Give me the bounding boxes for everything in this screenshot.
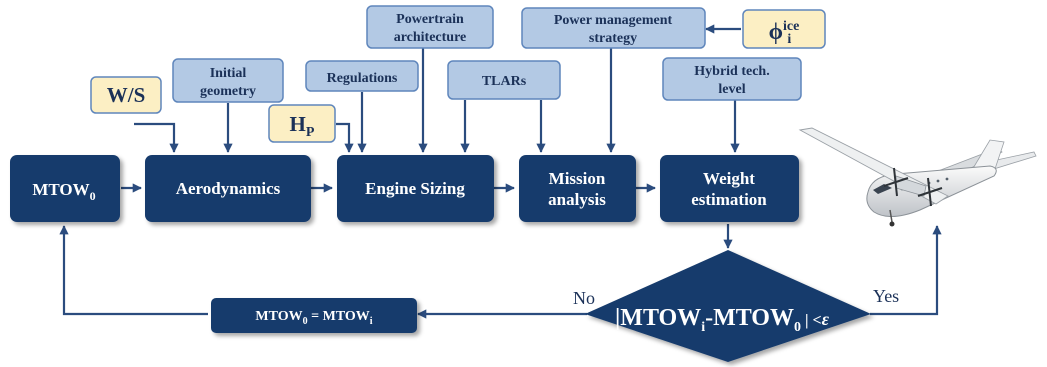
aerodynamics-label: Aerodynamics [176, 179, 281, 198]
box-engine-sizing: Engine Sizing [337, 155, 494, 222]
box-aerodynamics: Aerodynamics [145, 155, 311, 222]
hp-label: HP [290, 112, 315, 140]
arrow-ws-to-aero [134, 122, 179, 153]
param-hp: HP [268, 104, 336, 143]
weight-line2: estimation [691, 190, 767, 209]
input-initial-geometry: Initial geometry [172, 58, 284, 103]
regulations-label: Regulations [327, 71, 398, 86]
powertrain-line1: Powertrain [396, 12, 464, 27]
yes-label: Yes [873, 286, 899, 306]
box-mtow0: MTOW0 [10, 155, 120, 222]
box-weight-estimation: Weight estimation [660, 155, 799, 222]
mission-line2: analysis [548, 190, 606, 209]
decision-convergence: |MTOWi-MTOW0| <ε [585, 250, 871, 362]
hybrid-line2: level [718, 82, 745, 97]
input-hybrid-tech-level: Hybrid tech. level [662, 57, 802, 101]
powertrain-line2: architecture [394, 30, 467, 45]
power-mgmt-line1: Power management [554, 13, 673, 28]
mtow0-label: MTOW0 [32, 180, 95, 203]
weight-line1: Weight [703, 169, 755, 188]
power-mgmt-line2: strategy [589, 31, 637, 46]
arrow-loop-back [59, 225, 208, 316]
no-label: No [573, 288, 595, 308]
initial-geometry-line2: geometry [200, 84, 256, 99]
input-power-management-strategy: Power management strategy [521, 7, 706, 49]
ws-label: W/S [107, 83, 146, 107]
box-mission-analysis: Mission analysis [519, 155, 636, 222]
initial-geometry-line1: Initial [210, 66, 247, 81]
input-powertrain-architecture: Powertrain architecture [366, 5, 494, 49]
arrow-hp-to-engine [336, 122, 354, 153]
input-tlars: TLARs [447, 60, 561, 100]
param-wing-loading: W/S [90, 76, 162, 114]
mission-line1: Mission [549, 169, 606, 188]
decision-label: |MTOWi-MTOW0| <ε [615, 305, 830, 335]
turboprop-aircraft-icon [798, 127, 1037, 227]
mtow-update-label: MTOW0 = MTOWi [255, 309, 372, 327]
engine-sizing-label: Engine Sizing [365, 179, 465, 198]
input-regulations: Regulations [305, 60, 419, 92]
hybrid-line1: Hybrid tech. [694, 64, 769, 79]
arrow-yes-branch [870, 225, 942, 316]
connectors [59, 24, 942, 319]
box-mtow-update: MTOW0 = MTOWi [211, 298, 417, 333]
tlars-label: TLARs [482, 74, 527, 89]
